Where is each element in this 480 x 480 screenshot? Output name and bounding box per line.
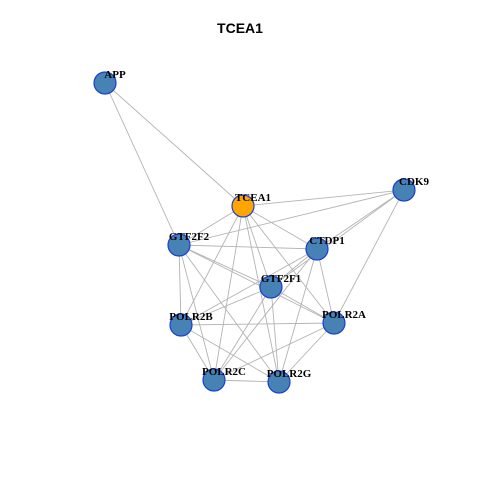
edge-gtf2f2-ctdp1 — [178, 244, 318, 250]
node-circle-ctdp1[interactable] — [305, 237, 329, 261]
edge-gtf2f1-polr2c — [213, 286, 272, 381]
node-ctdp1[interactable]: CTDP1 — [305, 235, 345, 261]
node-label-app: APP — [104, 69, 126, 81]
node-label-polr2a: POLR2A — [322, 309, 366, 321]
edge-gtf2f1-polr2a — [270, 286, 335, 324]
edge-tcea1-gtf2f2 — [178, 205, 244, 246]
node-cdk9[interactable]: CDK9 — [392, 176, 429, 202]
edge-gtf2f1-polr2b — [180, 286, 272, 326]
edge-gtf2f2-polr2b — [178, 244, 182, 326]
node-circle-gtf2f2[interactable] — [167, 233, 191, 257]
edge-layer — [104, 82, 405, 383]
node-app[interactable]: APP — [93, 69, 126, 95]
edge-ctdp1-polr2a — [316, 248, 335, 324]
node-circle-polr2g[interactable] — [267, 370, 291, 394]
node-label-polr2b: POLR2B — [169, 311, 213, 323]
node-circle-polr2c[interactable] — [202, 368, 226, 392]
edge-gtf2f2-polr2c — [178, 244, 215, 381]
edge-cdk9-ctdp1 — [316, 189, 405, 250]
edge-ctdp1-polr2b — [180, 248, 318, 326]
node-label-ctdp1: CTDP1 — [309, 235, 344, 247]
edge-tcea1-polr2g — [242, 205, 280, 383]
edge-polr2b-polr2a — [180, 322, 335, 326]
edge-cdk9-gtf2f1 — [270, 189, 405, 288]
edge-tcea1-ctdp1 — [242, 205, 318, 250]
node-circle-polr2a[interactable] — [322, 311, 346, 335]
node-gtf2f2[interactable]: GTF2F2 — [167, 231, 210, 257]
edge-gtf2f1-polr2g — [270, 286, 280, 383]
node-tcea1[interactable]: TCEA1 — [231, 192, 271, 218]
edge-gtf2f2-polr2a — [178, 244, 335, 324]
node-polr2b[interactable]: POLR2B — [169, 311, 213, 337]
edge-ctdp1-polr2c — [213, 248, 318, 381]
edge-tcea1-polr2b — [180, 205, 244, 326]
edge-polr2a-polr2c — [213, 322, 335, 381]
node-circle-polr2b[interactable] — [169, 313, 193, 337]
edge-tcea1-gtf2f1 — [242, 205, 272, 288]
edge-polr2b-polr2g — [180, 324, 280, 383]
node-polr2g[interactable]: POLR2G — [267, 368, 312, 394]
edge-cdk9-gtf2f2 — [178, 189, 405, 246]
edge-ctdp1-polr2g — [278, 248, 318, 383]
node-circle-gtf2f1[interactable] — [259, 275, 283, 299]
edge-tcea1-polr2c — [213, 205, 244, 381]
edge-app-gtf2f2 — [104, 82, 180, 246]
node-circle-tcea1[interactable] — [231, 194, 255, 218]
node-label-gtf2f1: GTF2F1 — [261, 273, 301, 285]
edge-polr2a-polr2g — [278, 322, 335, 383]
node-label-gtf2f2: GTF2F2 — [169, 231, 210, 243]
edge-gtf2f2-gtf2f1 — [178, 244, 272, 288]
node-label-polr2g: POLR2G — [267, 368, 312, 380]
node-polr2a[interactable]: POLR2A — [322, 309, 366, 335]
graph-title: TCEA1 — [217, 20, 263, 36]
node-label-polr2c: POLR2C — [202, 366, 246, 378]
edge-app-tcea1 — [104, 82, 244, 207]
node-polr2c[interactable]: POLR2C — [202, 366, 246, 392]
edge-gtf2f2-polr2g — [178, 244, 280, 383]
node-label-tcea1: TCEA1 — [235, 192, 271, 204]
node-circle-cdk9[interactable] — [392, 178, 416, 202]
node-circle-app[interactable] — [93, 71, 117, 95]
node-gtf2f1[interactable]: GTF2F1 — [259, 273, 301, 299]
edge-tcea1-cdk9 — [242, 189, 405, 207]
node-label-cdk9: CDK9 — [399, 176, 429, 188]
edge-cdk9-polr2a — [333, 189, 405, 324]
